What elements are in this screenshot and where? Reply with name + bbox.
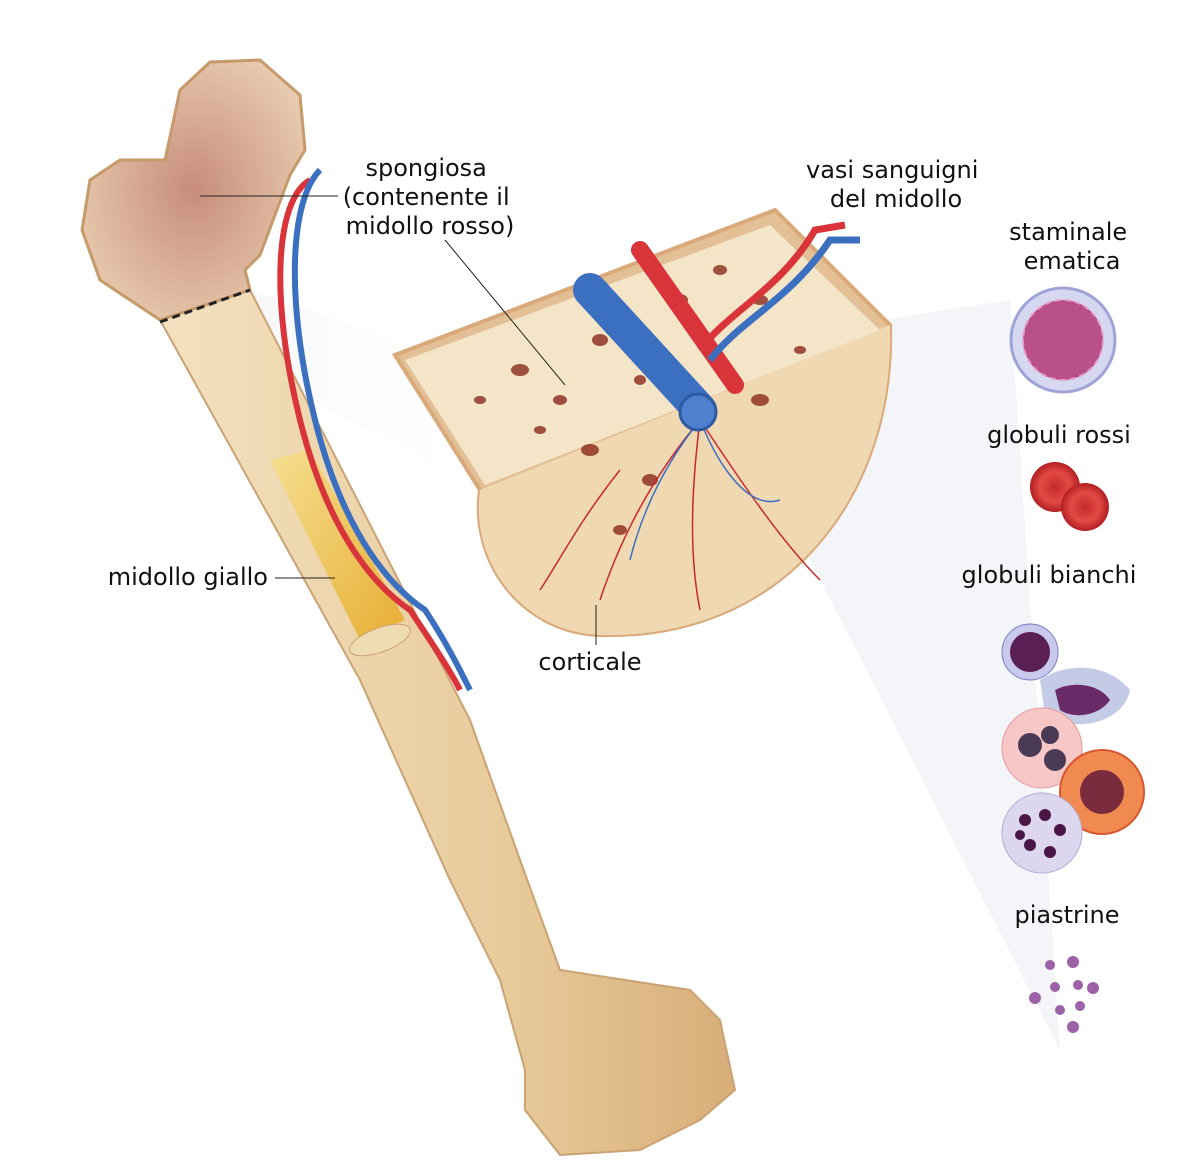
artery [277,177,463,692]
label-midollo-giallo: midollo giallo [108,563,268,591]
leader-spongiosa-section [444,239,566,386]
femur [80,58,737,1157]
label-vasi-sanguigni: vasi sanguigni del midollo [806,156,986,213]
platelets [1029,956,1099,1033]
label-corticale: corticale [538,648,641,676]
label-globuli-rossi: globuli rossi [987,421,1131,449]
white-blood-cells [1001,623,1145,874]
stem-cell [1009,286,1117,394]
femur-head-spongy [80,58,307,322]
bone-cross-section [392,207,893,638]
red-blood-cells [1030,462,1109,531]
label-piastrine: piastrine [1014,901,1119,929]
label-globuli-bianchi: globuli bianchi [962,561,1137,589]
label-staminale-ematica: staminale ematica [1009,218,1135,275]
magnify-beam-right [800,300,1060,1050]
label-spongiosa: spongiosa (contenente il midollo rosso) [343,154,518,240]
vein [291,167,473,692]
yellow-marrow [270,450,405,640]
